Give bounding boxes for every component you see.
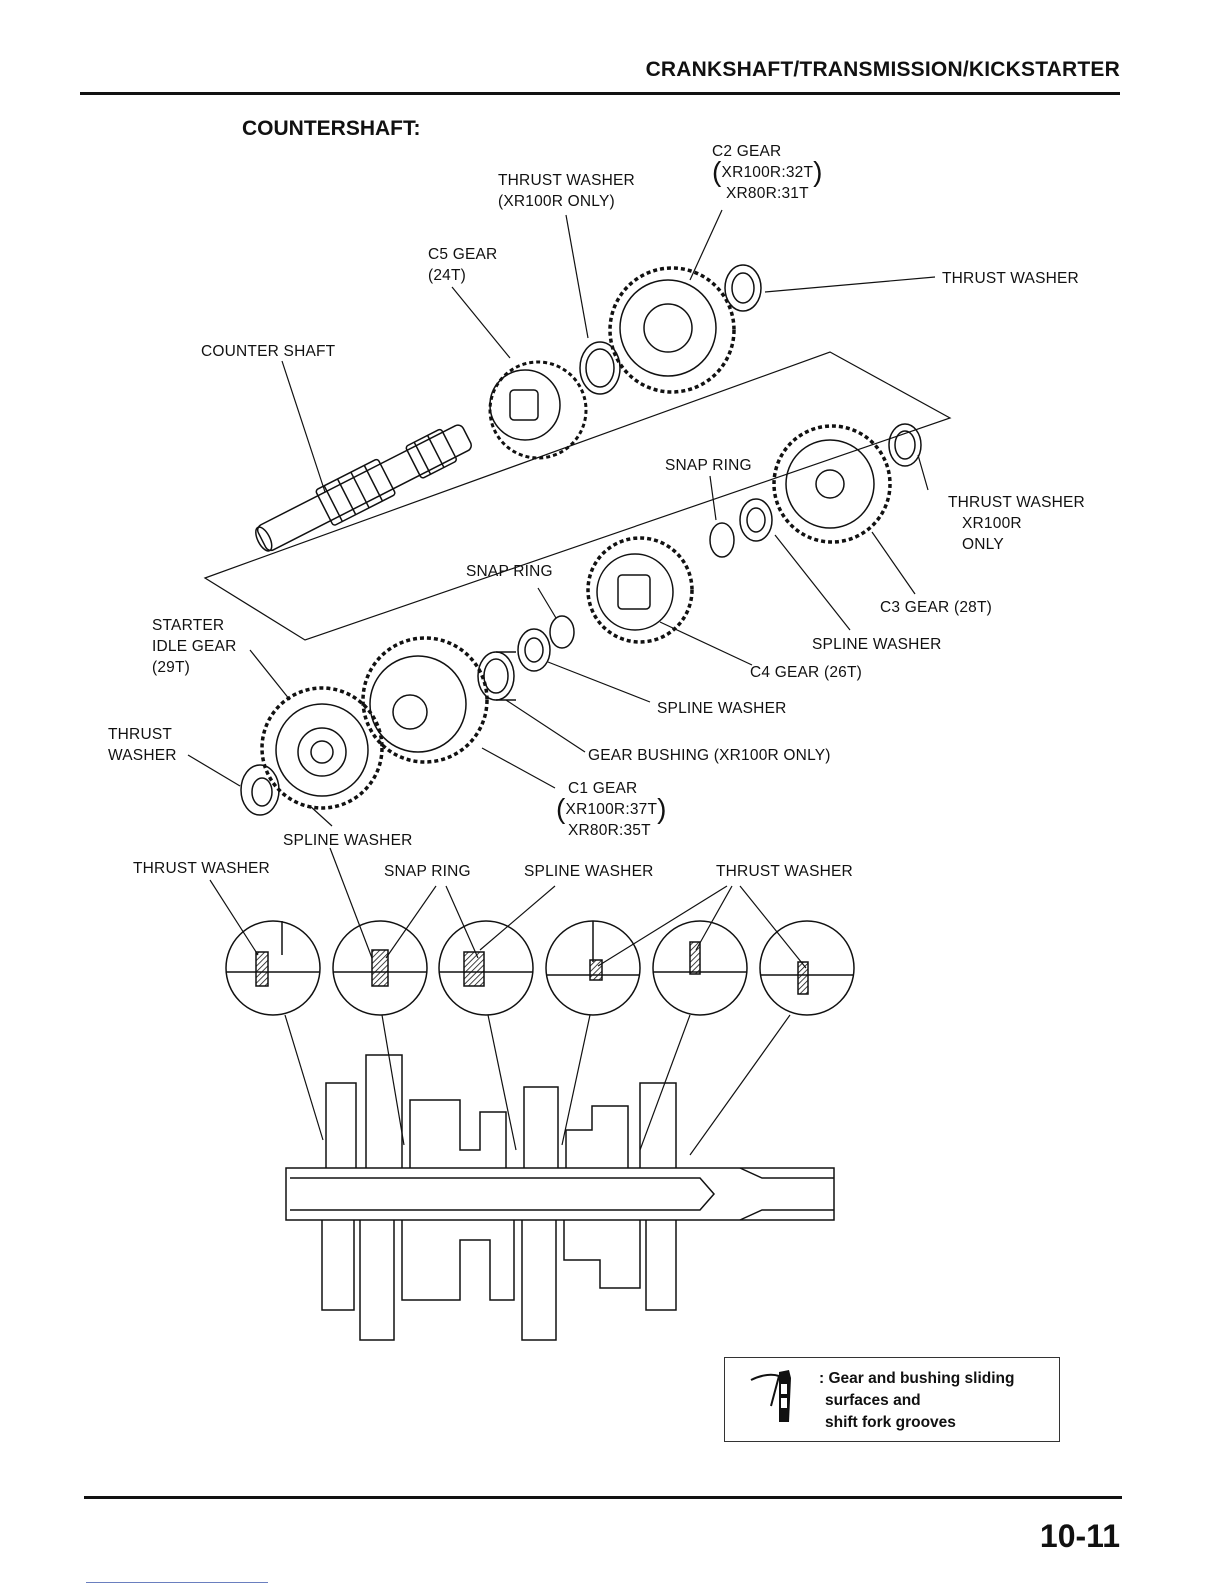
label-snap-ring-middle: SNAP RING: [466, 563, 553, 580]
label-assembly-snap-ring: SNAP RING: [384, 863, 471, 880]
label-c2-gear: C2 GEAR (XR100R:32T) XR80R:31T: [712, 143, 823, 202]
label-spline-washer-lower: SPLINE WASHER: [283, 832, 413, 849]
page-header-title: CRANKSHAFT/TRANSMISSION/KICKSTARTER: [645, 58, 1120, 81]
label-gear-bushing: GEAR BUSHING (XR100R ONLY): [588, 747, 831, 764]
label-thrust-washer-top-right: THRUST WASHER: [942, 270, 1079, 287]
counter-shaft: [255, 424, 472, 552]
label-c4-gear: C4 GEAR (26T): [750, 664, 862, 681]
legend-line-2: surfaces and: [825, 1392, 921, 1409]
legend-line-1: : Gear and bushing sliding: [819, 1370, 1015, 1387]
label-c5-gear: C5 GEAR (24T): [428, 246, 498, 284]
leader-lines-exploded: [187, 209, 936, 827]
detail-circle-4: [545, 920, 641, 1016]
section-title: COUNTERSHAFT:: [242, 117, 421, 140]
exploded-plane-outline: [203, 351, 952, 641]
detail-circle-3: [438, 920, 534, 1016]
detail-circle-5: [652, 920, 748, 1016]
label-thrust-washer-xr100r: THRUST WASHER (XR100R ONLY): [498, 172, 635, 210]
footer-rule: [84, 1496, 1122, 1499]
assembled-countershaft: [285, 1054, 835, 1341]
spline-washer-right: [739, 498, 773, 542]
legend-line-3: shift fork grooves: [825, 1414, 956, 1431]
thrust-washer-xr100r: [579, 341, 621, 395]
mo-oil-icon: [750, 1370, 791, 1422]
label-assembly-spline-washer: SPLINE WASHER: [524, 863, 654, 880]
c5-gear: [488, 360, 588, 460]
label-counter-shaft: COUNTER SHAFT: [201, 343, 336, 360]
leader-lines-assembly: [209, 847, 807, 1156]
spline-washer-middle: [517, 628, 551, 672]
detail-circle-6: [759, 920, 855, 1016]
snap-ring-upper: [709, 522, 735, 558]
c4-gear: [586, 536, 694, 644]
label-thrust-washer-left: THRUST WASHER: [108, 726, 177, 764]
label-thrust-washer-right: THRUST WASHER XR100R ONLY: [948, 494, 1085, 553]
label-starter-idle-gear: STARTER IDLE GEAR (29T): [152, 617, 237, 676]
footer-underline: [86, 1582, 268, 1583]
c3-gear: [772, 424, 892, 544]
starter-idle-gear: [260, 686, 384, 810]
label-c1-gear: C1 GEAR (XR100R:37T) XR80R:35T: [556, 780, 667, 839]
detail-circles: [225, 920, 855, 1016]
thrust-washer-left: [240, 764, 280, 816]
label-assembly-thrust-washer-b: THRUST WASHER: [716, 863, 853, 880]
label-spline-washer-middle: SPLINE WASHER: [657, 700, 787, 717]
label-c3-gear: C3 GEAR (28T): [880, 599, 992, 616]
c2-gear: [608, 266, 736, 394]
legend-box: : Gear and bushing sliding surfaces and …: [724, 1357, 1060, 1442]
header-rule: [80, 92, 1120, 95]
label-spline-washer-right: SPLINE WASHER: [812, 636, 942, 653]
detail-circle-2: [332, 920, 428, 1016]
detail-circle-1: [225, 920, 321, 1016]
label-snap-ring-upper: SNAP RING: [665, 457, 752, 474]
page-number: 10-11: [1039, 1518, 1120, 1554]
thrust-washer-top-right: [724, 264, 762, 312]
label-assembly-thrust-washer-a: THRUST WASHER: [133, 860, 270, 877]
snap-ring-middle: [549, 615, 575, 649]
c1-gear: [361, 636, 489, 764]
thrust-washer-right: [888, 423, 922, 467]
